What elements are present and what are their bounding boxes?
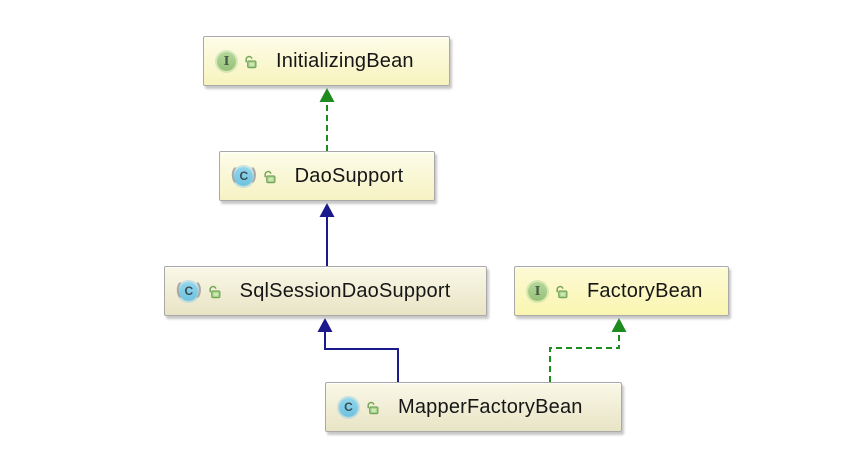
type-icon-wrap: C [339, 397, 358, 417]
class-name-label: DaoSupport [294, 164, 404, 187]
class-icon: C [339, 397, 358, 417]
type-icon-letter: C [344, 400, 353, 414]
class-node-mapper-factory-bean[interactable]: C MapperFactoryBean [325, 382, 622, 432]
type-icon-letter: C [239, 169, 249, 183]
class-name-label: InitializingBean [276, 49, 414, 72]
public-visibility-lock-icon [245, 55, 257, 68]
class-name-label: SqlSessionDaoSupport [239, 279, 451, 302]
edge-line-mapperfactorybean-implements-factorybean [549, 332, 620, 382]
class-name-label: MapperFactoryBean [398, 395, 583, 418]
class-node-factory-bean[interactable]: I FactoryBean [514, 266, 729, 316]
public-visibility-lock-icon [264, 170, 276, 183]
public-visibility-lock-icon [556, 285, 568, 298]
edge-arrowhead-mapperfactorybean-extends-sqlsessiondaosupport [317, 318, 333, 332]
abstract-paren-open: ( [176, 281, 182, 298]
class-node-sql-session-dao-support[interactable]: ( C ) SqlSessionDaoSupport [164, 266, 487, 316]
class-node-dao-support[interactable]: ( C ) DaoSupport [219, 151, 435, 201]
class-node-initializing-bean[interactable]: I InitializingBean [203, 36, 450, 86]
edge-line-mapperfactorybean-extends-sqlsessiondaosupport [324, 332, 399, 382]
abstract-class-icon: C [234, 166, 254, 186]
class-name-label: FactoryBean [587, 279, 703, 302]
public-visibility-lock-icon [209, 285, 221, 298]
type-icon-wrap: ( C ) [231, 166, 257, 186]
type-icon-wrap: I [217, 51, 236, 71]
interface-icon: I [528, 281, 547, 301]
abstract-class-icon: C [179, 281, 199, 301]
type-icon-letter: I [223, 54, 230, 68]
abstract-paren-close: ) [196, 281, 202, 298]
edge-arrowhead-mapperfactorybean-implements-factorybean [611, 318, 627, 332]
type-icon-wrap: ( C ) [176, 281, 202, 301]
type-icon-letter: C [184, 284, 194, 298]
type-icon-wrap: I [528, 281, 547, 301]
abstract-paren-close: ) [251, 166, 257, 183]
public-visibility-lock-icon [367, 401, 379, 414]
edge-arrowhead-daosupport-implements-initializingbean [319, 88, 335, 102]
type-icon-letter: I [534, 284, 541, 298]
edge-arrowhead-sqlsessiondaosupport-extends-daosupport [319, 203, 335, 217]
abstract-paren-open: ( [231, 166, 237, 183]
interface-icon: I [217, 51, 236, 71]
